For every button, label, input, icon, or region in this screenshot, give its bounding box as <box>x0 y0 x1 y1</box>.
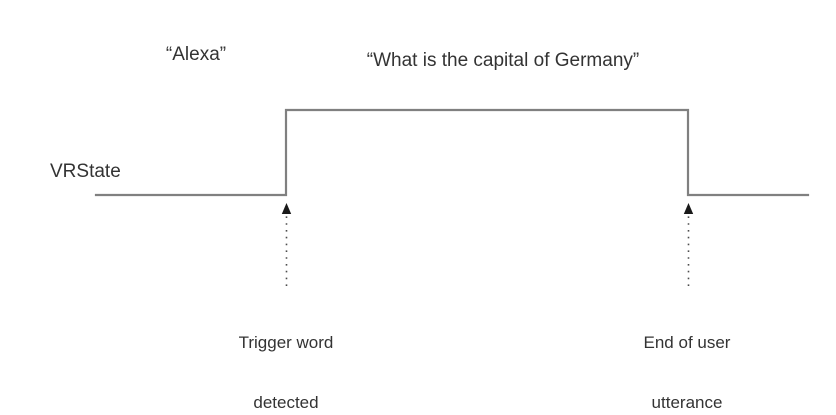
trigger-word-annotation-line2: detected <box>253 393 319 413</box>
trigger-word-annotation-line1: Trigger word <box>238 333 334 353</box>
end-of-utterance-annotation-line2: utterance <box>651 393 723 413</box>
trigger-word-arrowhead <box>281 203 292 214</box>
signal-name-label: VRState <box>50 161 121 182</box>
end-of-utterance-arrowhead <box>683 203 694 214</box>
end-of-utterance-callout <box>683 203 694 286</box>
trigger-word-callout <box>281 203 292 286</box>
trigger-word-annotation: Trigger word detected <box>166 293 406 415</box>
end-of-utterance-annotation: End of user utterance <box>567 293 807 415</box>
utterance-phrase-label: “What is the capital of Germany” <box>366 50 640 71</box>
end-of-utterance-annotation-line1: End of user <box>643 333 731 353</box>
vrstate-waveform <box>94 108 810 197</box>
trigger-phrase-label: “Alexa” <box>165 44 227 65</box>
